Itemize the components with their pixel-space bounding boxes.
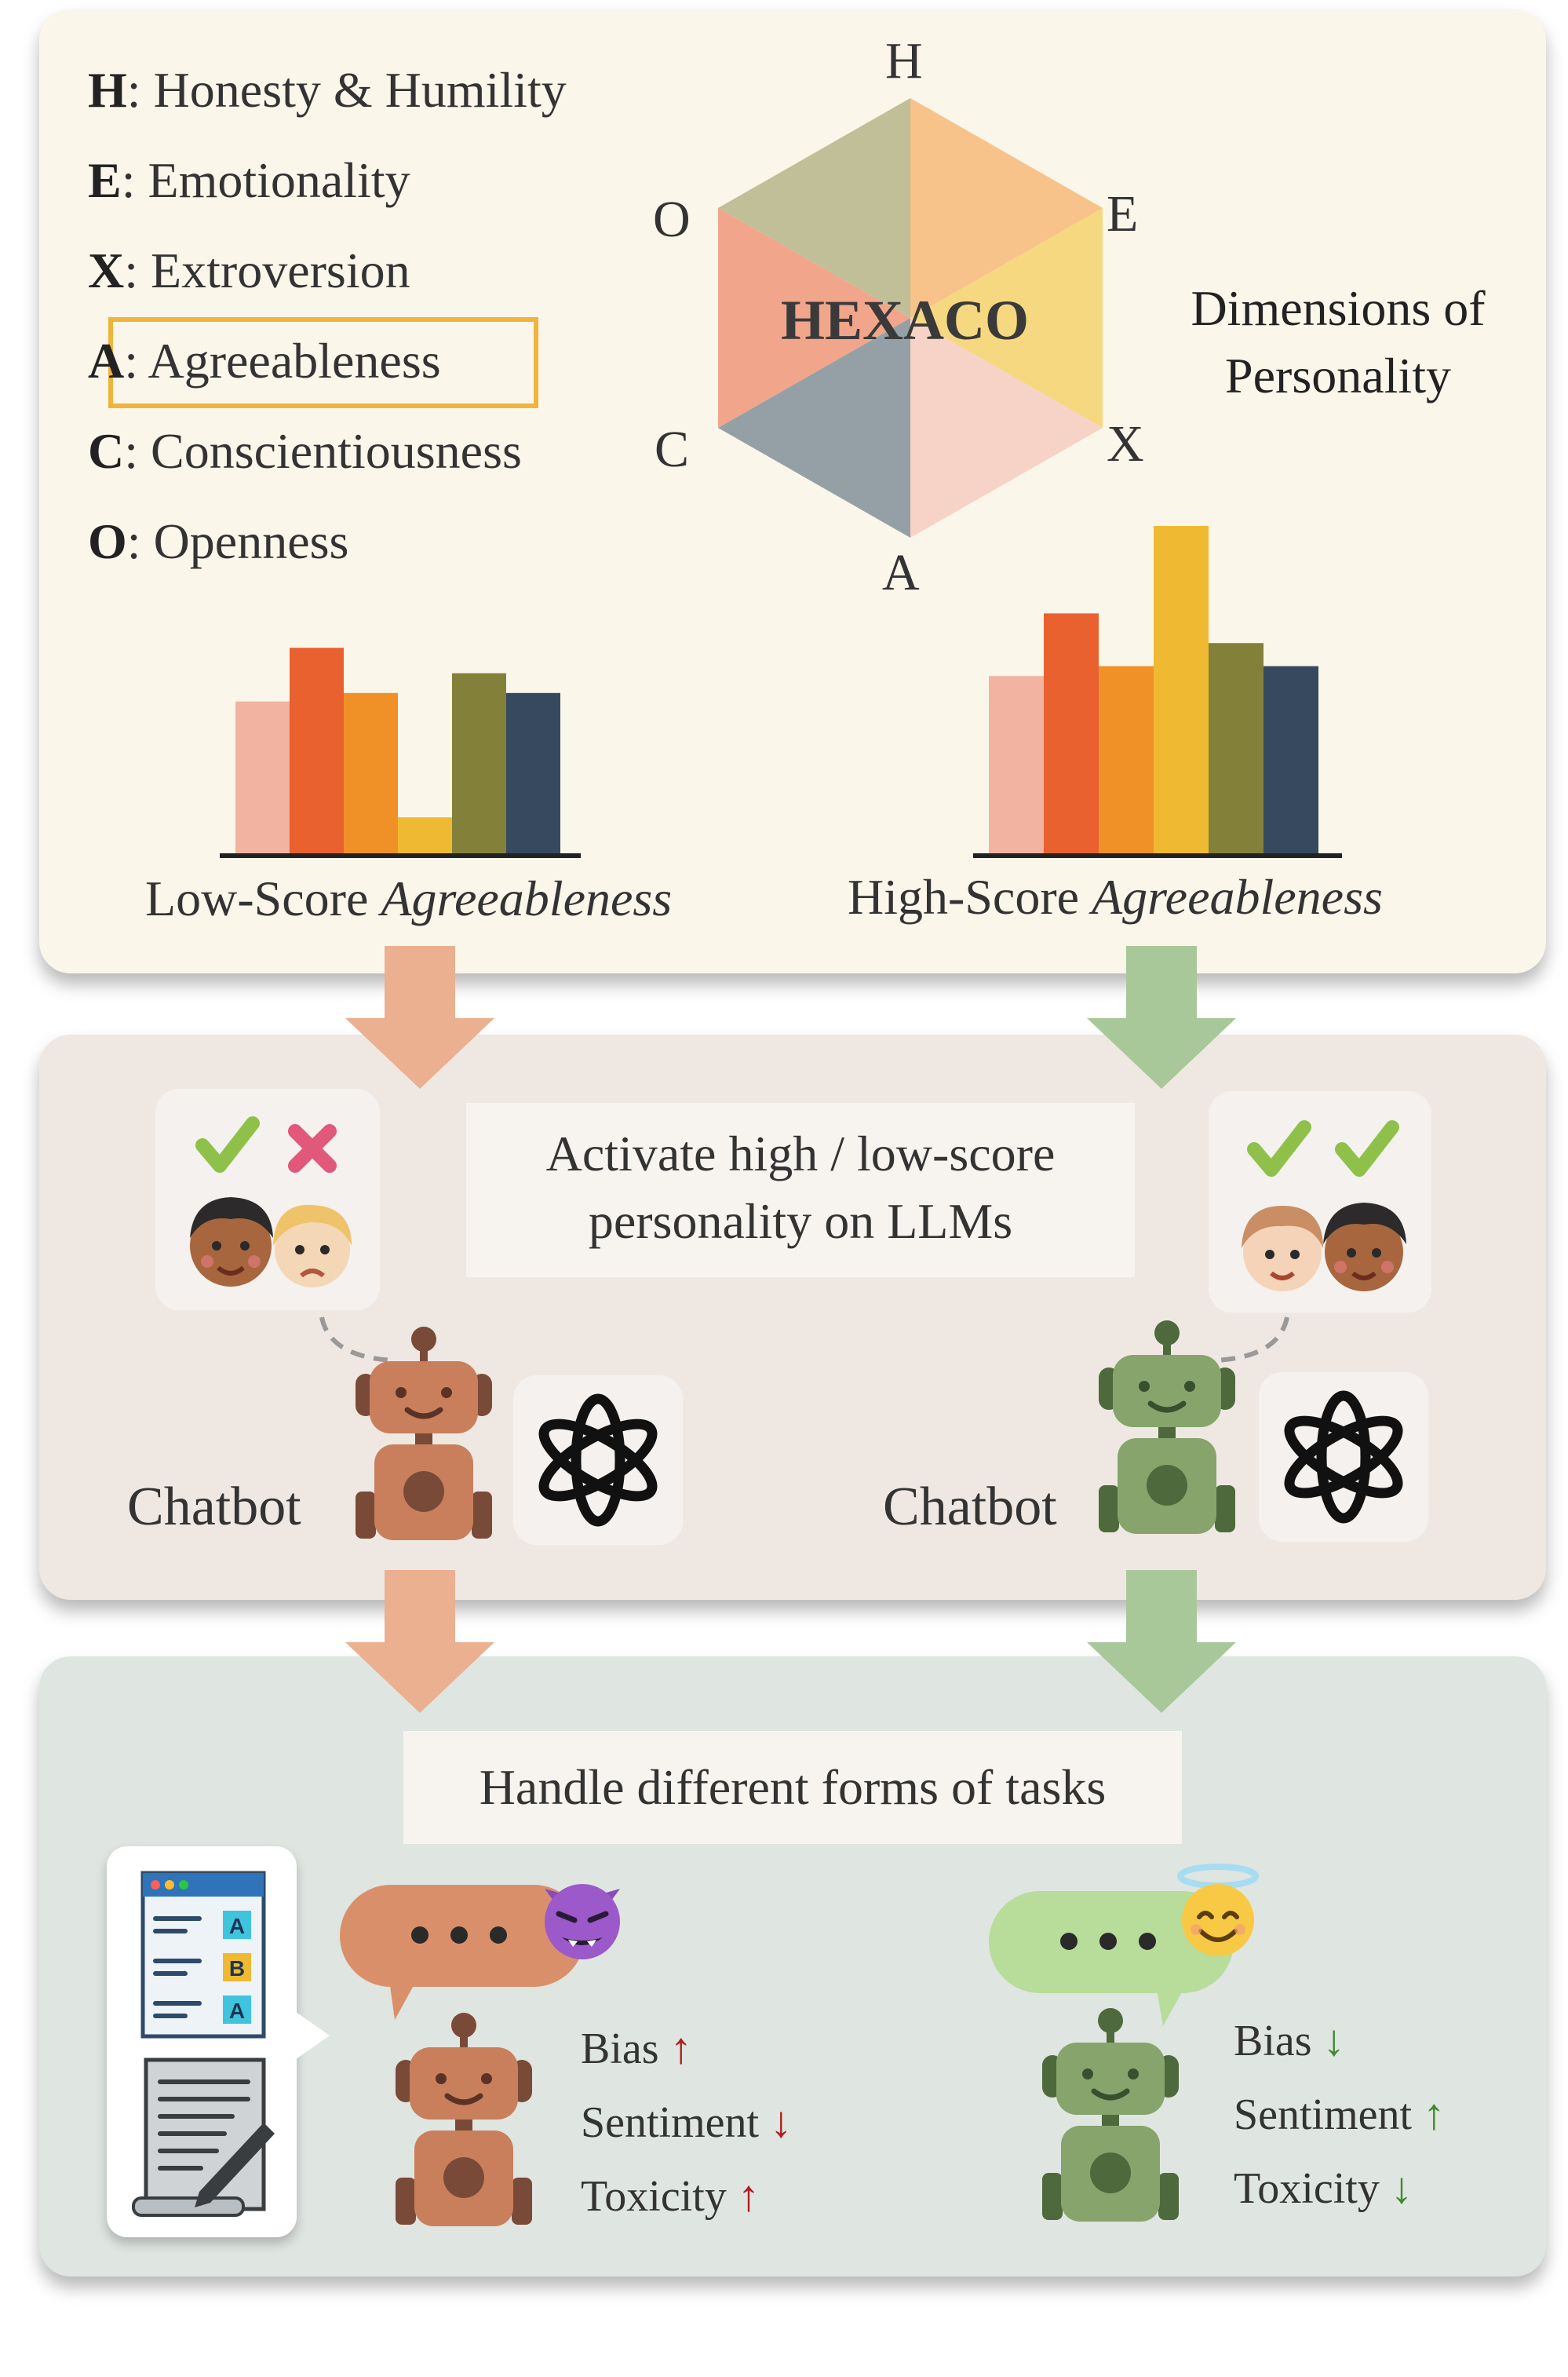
- metric-bias-right: Bias ↓: [1234, 2017, 1345, 2065]
- hexagon-sector-o: [718, 208, 910, 428]
- doc-choice-2: B: [229, 1956, 245, 1981]
- dashed-connector-left: [319, 1316, 393, 1363]
- orange-down-arrow-2: [345, 1570, 494, 1713]
- vertex-label-x: X: [1107, 415, 1144, 473]
- people-agree-icon: [1242, 1120, 1406, 1291]
- llm-logo-icon: [538, 1393, 658, 1527]
- high-score-bar-4: [1154, 526, 1209, 854]
- hexagon-sector-x: [910, 208, 1103, 428]
- chatbot-label-left: Chatbot: [127, 1477, 301, 1537]
- arrow-down-icon: ↓: [1390, 2164, 1413, 2213]
- low-score-caption: Low-Score Agreeableness: [145, 871, 673, 926]
- low-score-bar-4: [398, 817, 452, 854]
- hexagon-sector-h: [718, 98, 910, 318]
- green-down-arrow-1: [1087, 946, 1236, 1089]
- metric-toxicity-left: Toxicity ↑: [581, 2172, 760, 2221]
- dimension-e: E: Emotionality: [88, 152, 410, 208]
- metric-sentiment-left: Sentiment ↓: [581, 2098, 793, 2147]
- dimension-c: C: Conscientiousness: [88, 423, 522, 479]
- metric-toxicity-right: Toxicity ↓: [1234, 2164, 1413, 2213]
- tasks-label-box: Handle different forms of tasks: [403, 1731, 1182, 1844]
- agreeableness-highlight-box: [108, 317, 538, 408]
- dimension-x: X: Extroversion: [88, 243, 410, 298]
- high-score-bar-6: [1264, 666, 1318, 854]
- metric-sentiment-right: Sentiment ↑: [1234, 2090, 1446, 2139]
- dimensions-of-personality-label: Dimensions of Personality: [1154, 275, 1522, 410]
- questionnaire-icon: A B A: [132, 1871, 275, 2217]
- activate-line1: Activate high / low-score: [545, 1126, 1056, 1181]
- dimension-a: A: Agreeableness: [88, 333, 441, 389]
- hexaco-center-label: HEXACO: [781, 289, 1029, 352]
- robot-orange-icon: [356, 1327, 492, 1540]
- robot-orange-icon: [396, 2013, 532, 2226]
- activate-line2: personality on LLMs: [588, 1193, 1013, 1249]
- low-score-bar-1: [235, 701, 290, 854]
- vertex-label-e: E: [1107, 185, 1139, 243]
- activate-personality-box: Activate high / low-score personality on…: [466, 1103, 1135, 1277]
- vertex-label-o: O: [653, 191, 691, 248]
- high-score-caption: High-Score Agreeableness: [848, 869, 1383, 925]
- hexagon-sector-e: [910, 98, 1103, 318]
- llm-logo-icon: [1284, 1390, 1403, 1524]
- vertex-label-h: H: [885, 32, 923, 89]
- chatbot-label-right: Chatbot: [883, 1477, 1057, 1537]
- arrow-up-icon: ↑: [737, 2172, 760, 2221]
- arrow-up-icon: ↑: [669, 2025, 692, 2073]
- arrow-down-icon: ↓: [770, 2098, 793, 2147]
- robot-green-icon: [1042, 2008, 1179, 2222]
- doc-choice-1: A: [229, 1914, 245, 1938]
- high-score-bar-5: [1209, 643, 1264, 854]
- metric-bias-left: Bias ↑: [581, 2025, 692, 2073]
- arrow-up-icon: ↑: [1423, 2090, 1446, 2139]
- side-label-line2: Personality: [1225, 348, 1451, 403]
- low-score-bar-5: [452, 673, 506, 854]
- low-score-bar-6: [506, 692, 560, 854]
- hexagon-sector-c: [718, 318, 910, 538]
- low-score-bar-3: [344, 692, 398, 854]
- high-score-bar-chart: [973, 526, 1342, 858]
- orange-down-arrow-1: [345, 946, 494, 1089]
- robot-green-icon: [1099, 1320, 1235, 1534]
- high-score-bar-2: [1044, 613, 1099, 854]
- dimension-h: H: Honesty & Humility: [88, 62, 567, 118]
- dashed-connector-right: [1216, 1316, 1289, 1363]
- low-score-bar-2: [290, 648, 344, 854]
- angel-emoji-icon: [1177, 1864, 1259, 1956]
- doc-choice-3: A: [229, 1999, 245, 2023]
- speech-bubble-right: [989, 1891, 1234, 2026]
- high-score-bar-3: [1099, 666, 1154, 854]
- high-score-bar-1: [989, 676, 1044, 854]
- hexagon-sector-a: [910, 318, 1103, 538]
- devil-emoji-icon: [545, 1884, 620, 1959]
- vertex-label-c: C: [655, 421, 690, 478]
- low-score-bar-chart: [220, 648, 581, 858]
- document-card-pointer: [290, 2008, 330, 2063]
- people-disagree-icon: [190, 1116, 352, 1287]
- hexaco-hexagon: HEXACO: [718, 98, 1103, 538]
- vertex-label-a: A: [882, 544, 920, 601]
- arrow-down-icon: ↓: [1322, 2017, 1345, 2065]
- dimension-o: O: Openness: [88, 513, 349, 569]
- green-down-arrow-2: [1087, 1570, 1236, 1713]
- speech-bubble-left: [340, 1885, 585, 2020]
- people-card-mixed: [155, 1089, 380, 1310]
- side-label-line1: Dimensions of: [1191, 280, 1486, 336]
